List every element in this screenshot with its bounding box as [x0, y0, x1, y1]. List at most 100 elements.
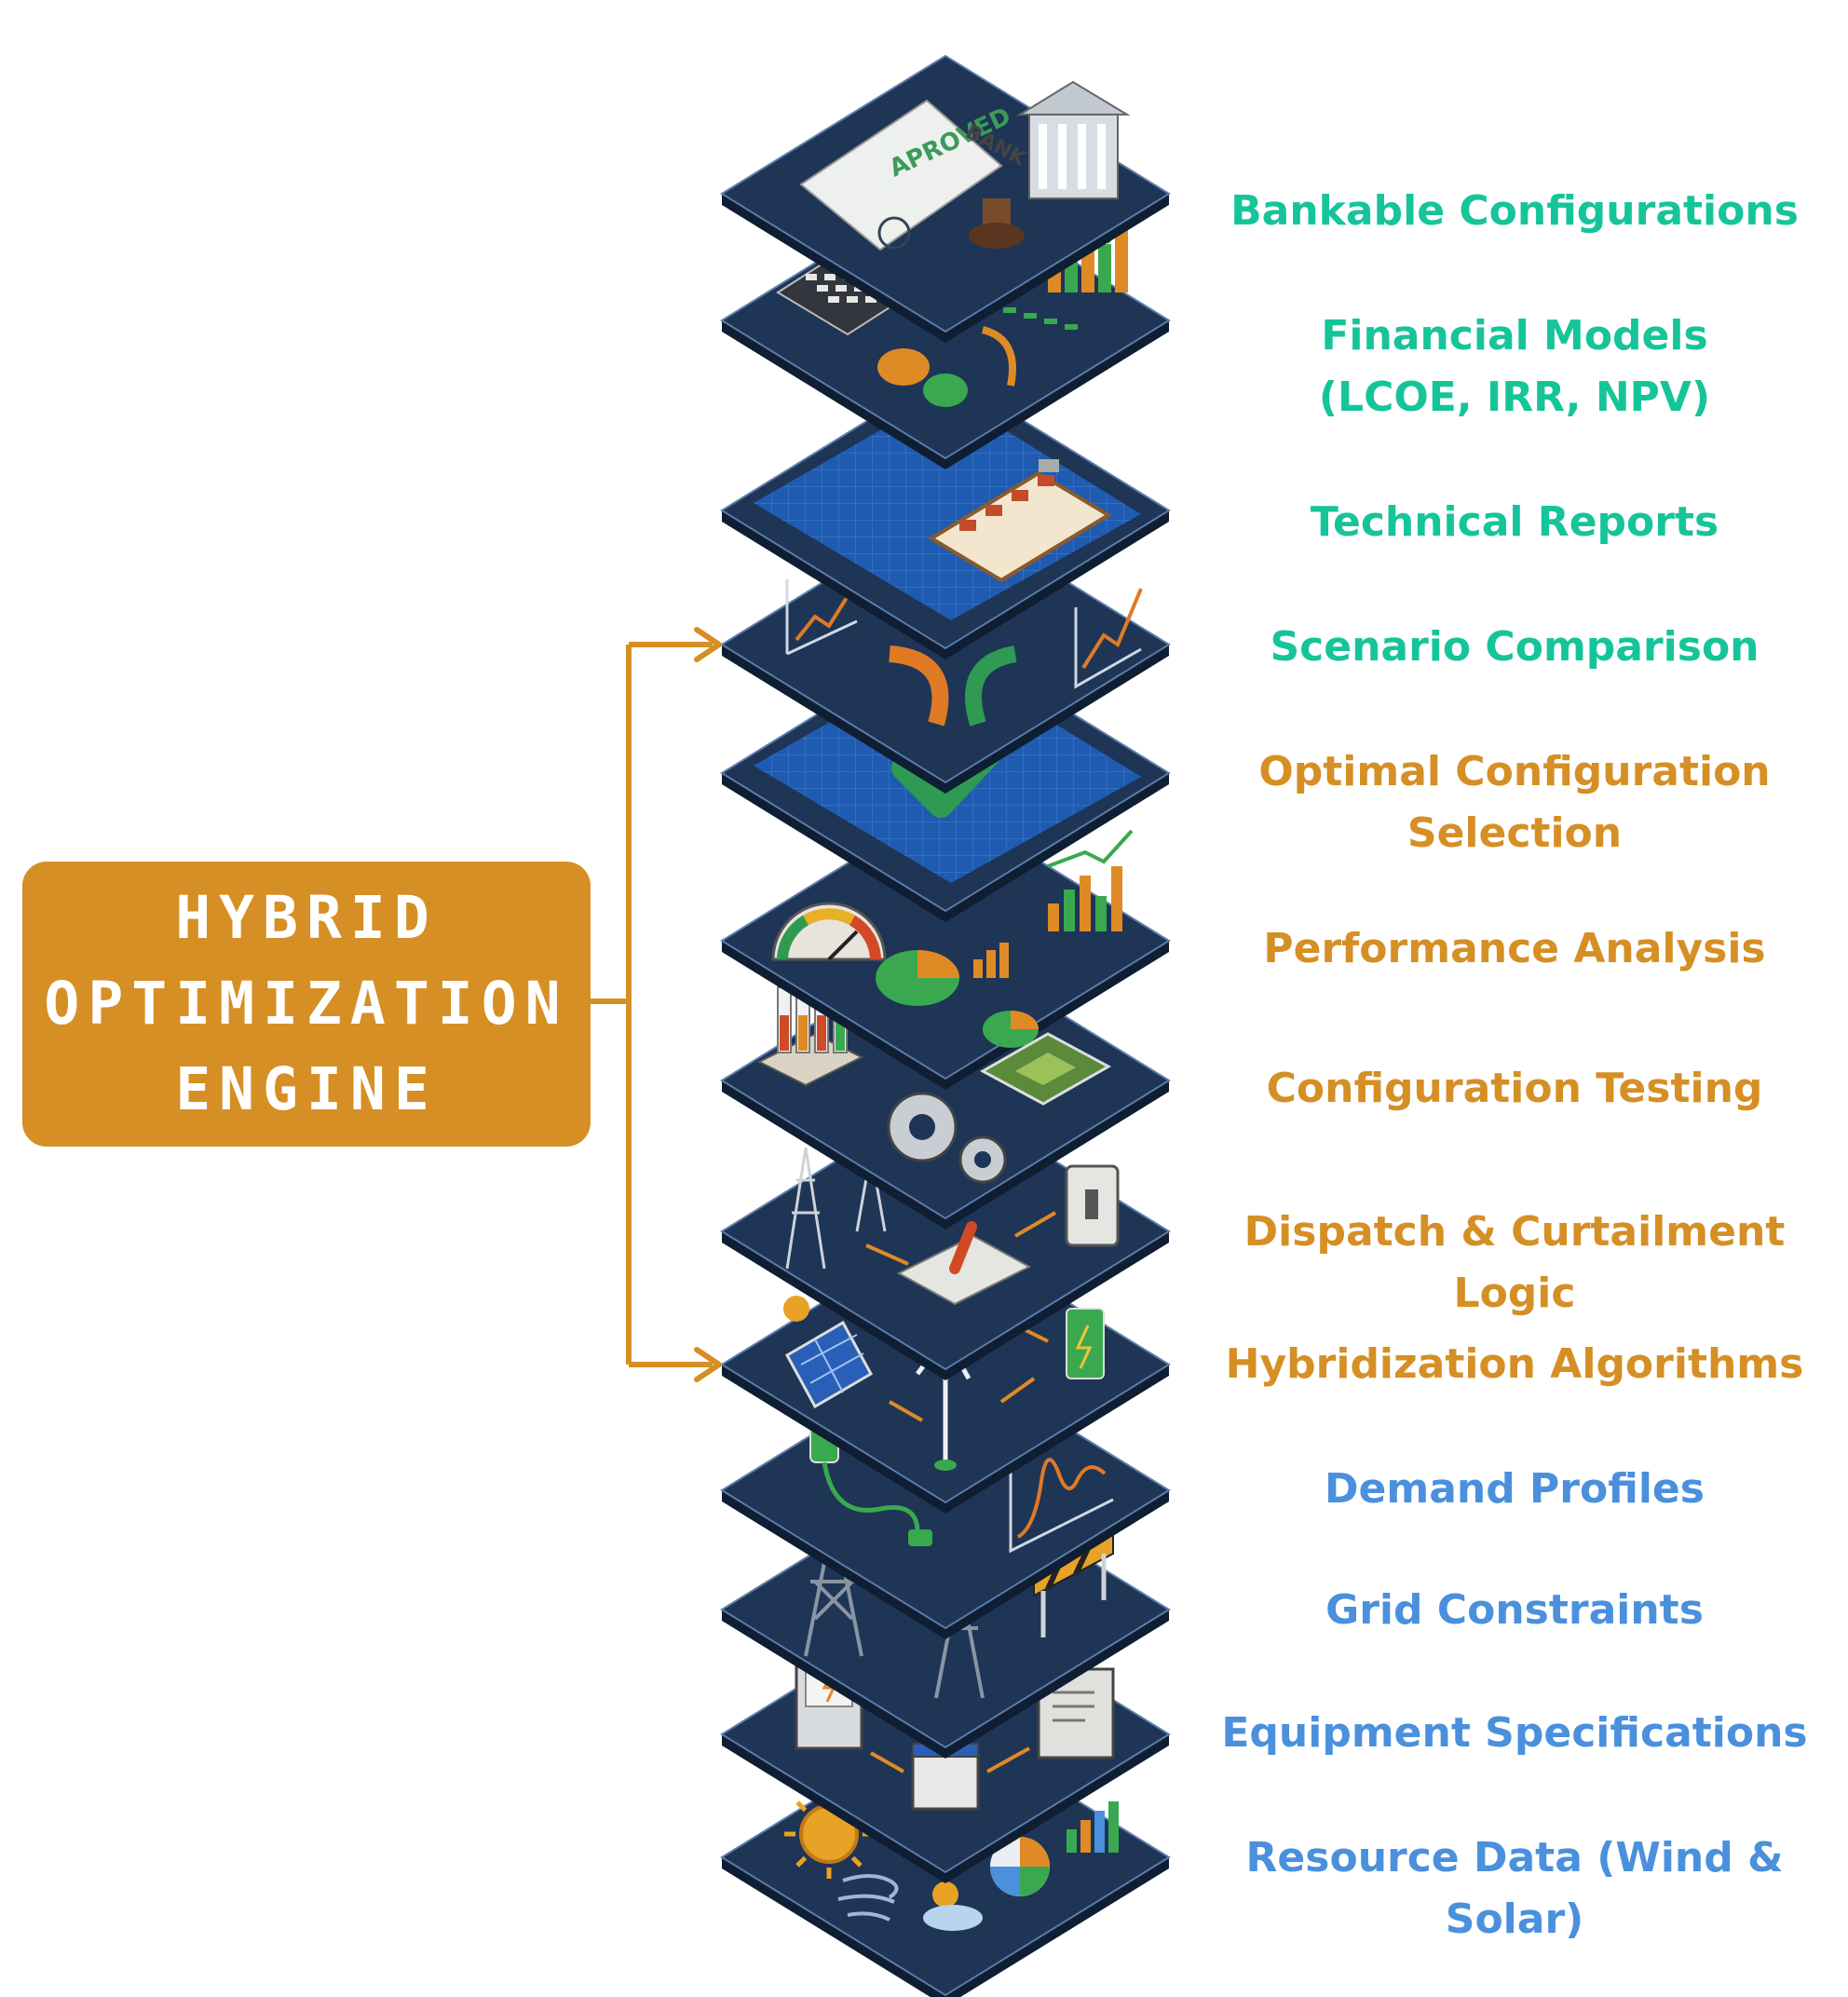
calculator-key-icon [828, 296, 839, 303]
stack-layer-6 [720, 801, 1171, 1090]
solar-grid-lines [800, 1334, 864, 1393]
pie-slice-orange [1020, 1837, 1050, 1867]
calculator-key-icon [824, 274, 836, 280]
flow-arrow-icon [981, 326, 1016, 387]
approved-document-icon [799, 99, 1003, 251]
layer-label-technical-reports: Technical Reports [1183, 492, 1846, 553]
cable-icon [822, 1461, 920, 1533]
engine-title-line-3: ENGINE [175, 1055, 438, 1123]
test-tube-liquid-icon [798, 1015, 808, 1051]
bar-chart-icon [1048, 903, 1059, 931]
engine-title-box: HYBRID OPTIMIZATION ENGINE [22, 862, 591, 1147]
test-tube-liquid-icon [780, 1015, 789, 1051]
gear-large-hole [909, 1114, 935, 1140]
pie-slice-blue [990, 1867, 1020, 1896]
label-line: Dispatch & Curtailment Logic [1243, 1208, 1786, 1317]
calculator-key-icon [836, 285, 847, 292]
label-line: (LCOE, IRR, NPV) [1318, 374, 1711, 421]
sun-cloud-icon [932, 1882, 958, 1908]
checkbox-icon [959, 520, 976, 531]
bar-chart-icon [1098, 244, 1111, 292]
cloud-icon [923, 1905, 983, 1931]
stack-layer-3 [720, 371, 1171, 659]
label-line: Technical Reports [1310, 498, 1719, 546]
bar-chart-icon [1080, 876, 1091, 931]
label-line: Bankable Configurations [1230, 187, 1799, 235]
trend-line-icon [1047, 829, 1134, 868]
coins-icon [877, 348, 930, 386]
layer-label-financial-models: Financial Models (LCOE, IRR, NPV) [1183, 306, 1846, 428]
label-line: Configuration Testing [1266, 1065, 1763, 1112]
sun-ray [795, 1855, 808, 1868]
calculator-key-icon [865, 296, 876, 303]
calculator-key-icon [847, 296, 858, 303]
stamp-base-icon [969, 223, 1025, 249]
seal-icon [877, 216, 911, 250]
curved-arrow-green-icon [965, 645, 1017, 727]
arrow-bottom-head [694, 1347, 722, 1382]
layer-label-resource-data: Resource Data (Wind & Solar) [1183, 1827, 1846, 1950]
switch-icon [896, 1234, 1032, 1306]
pie-slice-small-icon [1011, 1011, 1039, 1029]
demand-curve-icon [1016, 1458, 1107, 1539]
battery-unit-icon [911, 1751, 980, 1811]
layer-label-grid-constraints: Grid Constraints [1183, 1580, 1846, 1641]
bar-chart-icon [1108, 1801, 1119, 1853]
layer-label-optimal-configuration-selection: Optimal Configuration Selection [1183, 741, 1846, 864]
calculator-key-icon [806, 274, 817, 280]
layer-label-configuration-testing: Configuration Testing [1183, 1058, 1846, 1120]
gauge-needle-icon [827, 930, 859, 961]
gauge-green-arc [777, 915, 809, 960]
label-line: Financial Models [1321, 312, 1708, 360]
socket-icon [908, 1529, 932, 1546]
label-line: Grid Constraints [1325, 1586, 1704, 1634]
sun-ray [850, 1855, 863, 1868]
layer-label-scenario-comparison: Scenario Comparison [1183, 617, 1846, 678]
power-tower-icon [785, 1147, 826, 1270]
label-line: Resource Data (Wind & Solar) [1245, 1834, 1784, 1943]
clip-icon [1039, 459, 1059, 472]
bank-column-icon [1058, 124, 1067, 189]
bar-chart-icon [1111, 866, 1122, 931]
label-line: Hybridization Algorithms [1225, 1340, 1804, 1388]
chart-axis-icon [1074, 607, 1142, 689]
chart-axis-icon [1009, 1453, 1114, 1554]
engine-bracket-connector [591, 627, 722, 1382]
microchip-core-icon [1015, 1053, 1076, 1085]
calculator-key-icon [817, 285, 828, 292]
test-tube-liquid-icon [836, 1015, 845, 1051]
label-line: Optimal Configuration [1258, 748, 1771, 795]
mini-bar-icon [1065, 324, 1078, 330]
bank-column-icon [1078, 124, 1086, 189]
engine-title-line-1: HYBRID [175, 884, 438, 952]
battery-icon [1066, 1308, 1105, 1379]
label-line: Performance Analysis [1263, 925, 1766, 972]
bar-chart-icon [1115, 225, 1128, 292]
mini-bar-icon [1003, 307, 1016, 313]
label-line: Equipment Specifications [1221, 1709, 1808, 1757]
sun-icon [783, 1296, 809, 1322]
layer-label-bankable-configurations: Bankable Configurations [1183, 181, 1846, 242]
mini-bar-icon [1024, 313, 1037, 319]
bar-chart-icon [1064, 890, 1075, 931]
layer-label-performance-analysis: Performance Analysis [1183, 918, 1846, 980]
mini-bar-icon [973, 959, 983, 978]
flow-arrows-icon [875, 1325, 1049, 1422]
bar-chart-icon [1095, 896, 1107, 931]
mini-bar-icon [1044, 319, 1057, 324]
blueprint-grid [754, 393, 1141, 620]
flow-arrow-icon [1013, 1211, 1057, 1238]
checkbox-icon [985, 505, 1002, 516]
bank-column-icon [1097, 124, 1106, 189]
wind-icon [837, 1874, 899, 1922]
arrow-top-head [694, 627, 722, 662]
cabinet-vents [1053, 1691, 1094, 1722]
layer-label-dispatch-curtailment: Dispatch & Curtailment Logic [1183, 1202, 1846, 1325]
line-chart-icon [1081, 588, 1143, 670]
switch-lever-icon [949, 1221, 977, 1274]
label-line: Selection [1406, 809, 1623, 857]
layer-plate [720, 801, 1171, 1080]
flow-arrow-icon [865, 1243, 909, 1266]
